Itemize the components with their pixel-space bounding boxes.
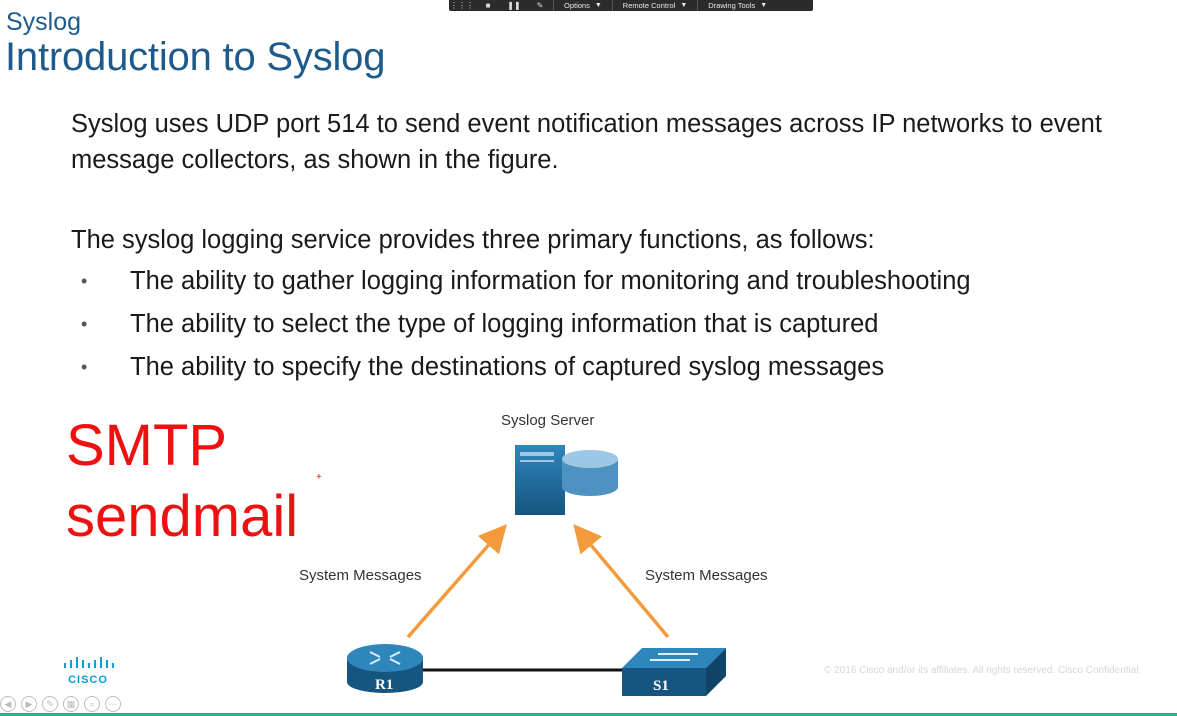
switch-label: S1 [653,678,669,694]
previous-icon[interactable]: ◀ [0,696,16,712]
more-options-icon[interactable]: ⋯ [105,696,121,712]
options-menu-label: Options [564,1,590,10]
server-label: Syslog Server [501,412,595,429]
pen-tool-icon[interactable]: ✎ [42,696,58,712]
list-item: • The ability to select the type of loggi… [71,307,971,350]
switch-icon [622,648,726,696]
right-arrow-label: System Messages [645,567,768,584]
list-item-text: The ability to gather logging informatio… [130,267,971,295]
bullet-icon: • [81,314,88,334]
router-icon [347,644,423,693]
list-item: • The ability to gather logging informati… [71,264,971,307]
accent-bar [0,713,1177,716]
cisco-bars-icon [64,657,114,668]
next-icon[interactable]: ▶ [21,696,37,712]
intro-paragraph: Syslog uses UDP port 514 to send event n… [71,110,1102,174]
cisco-wordmark: CISCO [68,674,108,686]
page-title: Introduction to Syslog [5,35,386,79]
router-label: R1 [375,677,394,693]
list-item: • The ability to specify the destinations… [71,350,971,393]
chevron-down-icon: ▼ [760,2,768,9]
remote-control-menu-label: Remote Control [622,1,676,10]
lead-sentence: The syslog logging service provides thre… [71,226,875,254]
pause-icon[interactable]: ❚❚ [507,1,521,10]
copyright-notice: © 2016 Cisco and/or its affiliates. All … [824,665,1139,676]
list-item-text: The ability to select the type of loggin… [130,310,879,338]
drawing-tools-menu[interactable]: Drawing Tools ▼ [697,0,777,11]
remote-control-menu[interactable]: Remote Control ▼ [611,0,697,11]
section-title: Syslog [6,8,82,36]
drawing-tools-menu-label: Drawing Tools [708,1,756,10]
annotation-sendmail: sendmail [66,484,299,549]
chevron-down-icon: ▼ [680,2,688,9]
chevron-down-icon: ▼ [594,2,602,9]
left-arrow [406,524,507,639]
slides-icon[interactable]: ▦ [63,696,79,712]
pen-icon[interactable]: ✎ [536,1,544,10]
cisco-logo: CISCO [62,656,114,686]
presenter-toolbar: ⋮⋮⋮ ■ ❚❚ ✎ Options ▼ Remote Control ▼ Dr… [449,0,813,11]
left-arrow-label: System Messages [299,567,422,584]
server-icon [515,445,618,515]
bullet-icon: • [81,271,88,291]
options-menu[interactable]: Options ▼ [553,0,612,11]
grid-icon[interactable]: ⋮⋮⋮ [450,1,474,10]
list-item-text: The ability to specify the destinations … [130,353,885,381]
slideshow-controls: ◀ ▶ ✎ ▦ ⌕ ⋯ [0,694,126,714]
zoom-icon[interactable]: ⌕ [84,696,100,712]
right-arrow [573,523,670,639]
annotation-smtp: SMTP [66,413,228,478]
function-list: • The ability to gather logging informati… [71,264,971,393]
stop-icon[interactable]: ■ [485,1,491,10]
bullet-icon: • [81,357,88,377]
annotation-marker: + [316,472,322,483]
